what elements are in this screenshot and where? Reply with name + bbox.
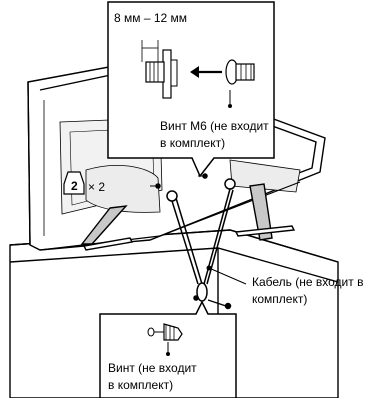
step-multiplier: × 2	[88, 180, 105, 194]
cable-label-line2: комплект)	[252, 292, 307, 306]
cable-assembly	[150, 173, 236, 310]
top-callout: 8 мм – 12 мм Винт M6 (не входит в компле…	[107, 1, 275, 178]
tv-legs	[80, 183, 296, 251]
bottom-screw-label-line1: Винт (не входит	[108, 361, 197, 375]
bottom-screw-label-line2: в комплект)	[108, 378, 173, 392]
cable-label-line1: Кабель (не входит в	[252, 275, 363, 289]
m6-screw-label-line2: в комплект)	[160, 136, 225, 150]
bottom-callout: Винт (не входит в комплект)	[99, 300, 237, 399]
dimension-label: 8 мм – 12 мм	[114, 11, 187, 25]
step-indicator: 2 × 2	[63, 171, 105, 195]
cable-callout: Кабель (не входит в комплект)	[206, 265, 363, 306]
step-number: 2	[71, 179, 78, 193]
m6-screw-label-line1: Винт M6 (не входит	[160, 119, 269, 133]
